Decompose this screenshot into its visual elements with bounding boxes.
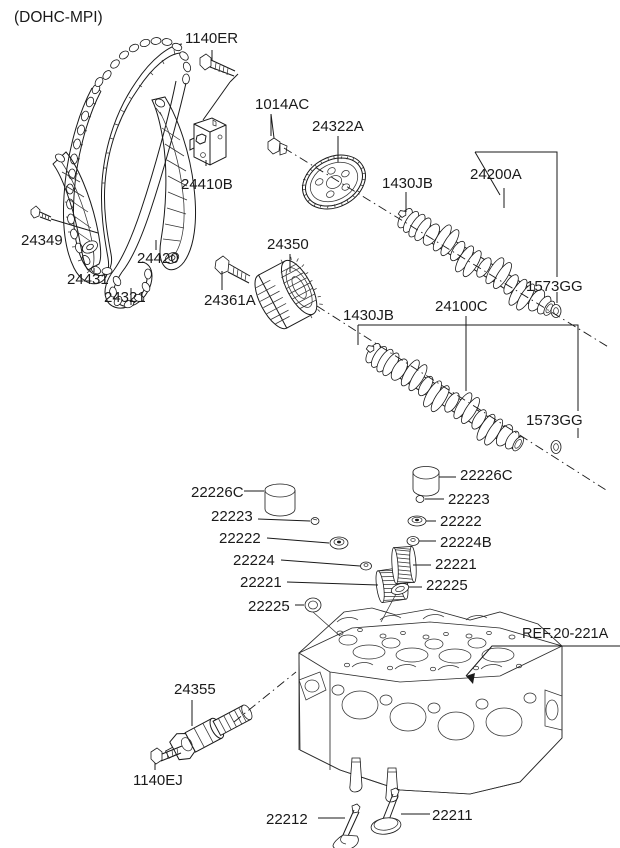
part-label-22212[interactable]: 22212: [266, 811, 308, 828]
timing-chain-illustration: [63, 37, 192, 309]
reference-label-20-221A[interactable]: REF.20-221A: [522, 626, 609, 642]
part-label-24349[interactable]: 24349: [21, 232, 63, 249]
part-label-1573GG-upper[interactable]: 1573GG: [526, 278, 583, 295]
part-label-24350[interactable]: 24350: [267, 236, 309, 253]
part-label-22223-right[interactable]: 22223: [448, 491, 490, 508]
part-label-22221-right[interactable]: 22221: [435, 556, 477, 573]
part-label-1573GG-lower[interactable]: 1573GG: [526, 412, 583, 429]
cvvt-assembly-illustration: [254, 256, 323, 330]
bolt-24349-illustration: [30, 205, 52, 222]
camshaft-exhaust-illustration: [397, 208, 562, 318]
chain-tensioner-illustration: [189, 117, 227, 166]
camshaft-sprocket-illustration: [301, 154, 366, 210]
valve-22212-illustration: [332, 803, 361, 848]
valve-label-leaders: [318, 813, 430, 819]
part-label-22222-left[interactable]: 22222: [219, 530, 261, 547]
part-label-22225-right[interactable]: 22225: [426, 577, 468, 594]
bolt-1014AC-illustration: [267, 137, 288, 156]
part-label-22226C-right[interactable]: 22226C: [460, 467, 513, 484]
part-label-22221-left[interactable]: 22221: [240, 574, 282, 591]
part-label-22224B-right[interactable]: 22224B: [440, 534, 492, 551]
part-label-1430JB-lower[interactable]: 1430JB: [343, 307, 394, 324]
part-label-24100C[interactable]: 24100C: [435, 298, 488, 315]
camshaft-intake-illustration: [365, 343, 562, 454]
part-label-22211[interactable]: 22211: [432, 807, 473, 824]
part-label-1014AC[interactable]: 1014AC: [255, 96, 310, 113]
part-label-22222-right[interactable]: 22222: [440, 513, 482, 530]
part-label-24355[interactable]: 24355: [174, 681, 216, 698]
part-label-22225-left[interactable]: 22225: [248, 598, 290, 615]
part-label-24322A[interactable]: 24322A: [312, 118, 364, 135]
bolt-1140ER-illustration: [199, 53, 236, 77]
part-label-24410B[interactable]: 24410B: [181, 176, 233, 193]
part-label-1430JB-upper[interactable]: 1430JB: [382, 175, 433, 192]
bolt-24361A-illustration: [214, 255, 251, 284]
part-label-24200A[interactable]: 24200A: [470, 166, 522, 183]
ref-arrow-illustration: [465, 645, 620, 684]
part-label-24361A[interactable]: 24361A: [204, 292, 256, 309]
part-label-22224-left[interactable]: 22224: [233, 552, 275, 569]
part-label-24321[interactable]: 24321: [104, 289, 146, 306]
ocv-24355-illustration: [150, 671, 297, 770]
chain-label-leaders: [50, 50, 272, 305]
valve-parts-right-illustration: [380, 466, 456, 623]
part-label-24431[interactable]: 24431: [67, 271, 109, 288]
diagram-title: (DOHC-MPI): [14, 9, 103, 26]
part-label-1140ER[interactable]: 1140ER: [185, 30, 239, 47]
part-label-22226C-left[interactable]: 22226C: [191, 484, 244, 501]
tensioner-arm-illustration: [151, 96, 197, 271]
valve-22211-illustration: [370, 787, 402, 835]
part-label-1140EJ[interactable]: 1140EJ: [133, 772, 183, 789]
part-label-22223-left[interactable]: 22223: [211, 508, 253, 525]
part-label-24420[interactable]: 24420: [137, 250, 179, 267]
chain-guide-illustration: [52, 151, 102, 271]
